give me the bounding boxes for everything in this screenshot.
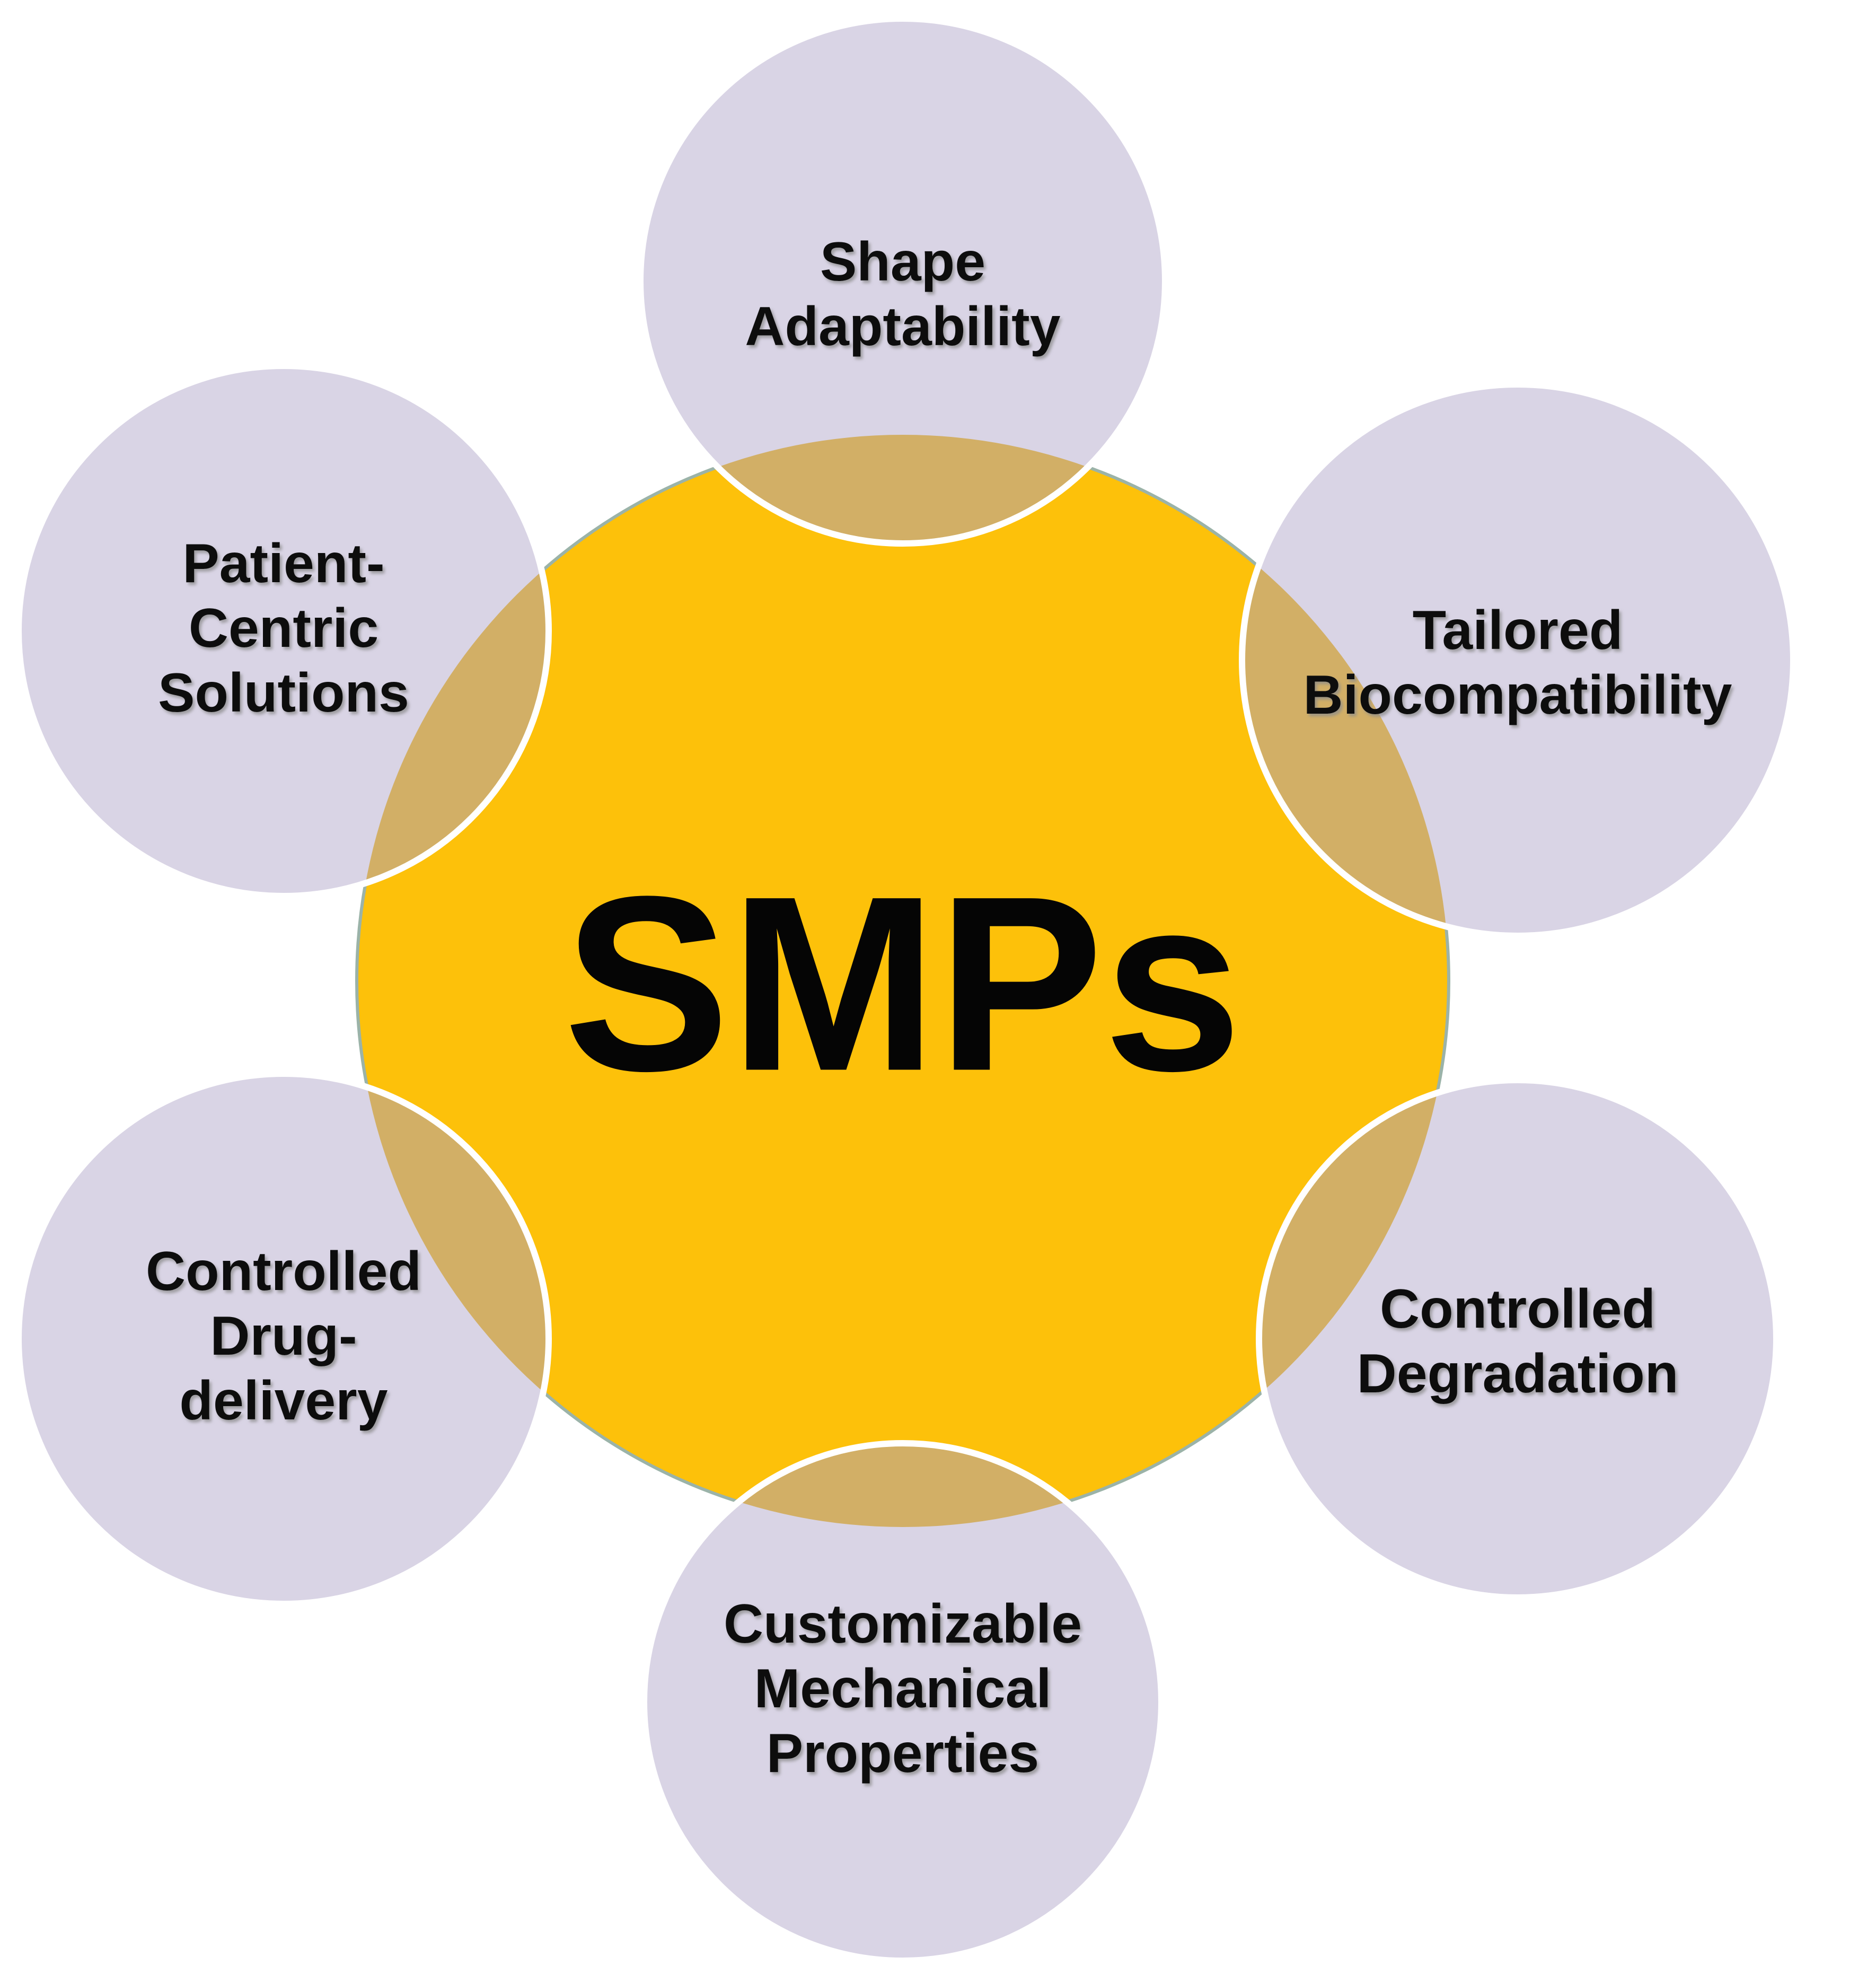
controlled-drug-delivery-outline — [15, 1071, 552, 1607]
controlled-drug-delivery-label-line: Controlled — [146, 1241, 421, 1302]
controlled-degradation-outline — [1256, 1077, 1780, 1601]
controlled-degradation-label-line: Degradation — [1357, 1343, 1679, 1405]
customizable-mechanical-properties-label-line: Mechanical — [754, 1658, 1052, 1719]
customizable-mechanical-properties-circle — [644, 1443, 1161, 1961]
customizable-mechanical-properties-label-line: Properties — [767, 1723, 1039, 1784]
controlled-drug-delivery-label-line: Drug- — [210, 1305, 357, 1367]
tailored-biocompatibility-label-line: Tailored — [1413, 600, 1623, 661]
customizable-mechanical-properties-label-line: Customizable — [724, 1593, 1082, 1655]
controlled-drug-delivery-label-line: delivery — [179, 1370, 387, 1432]
controlled-degradation-label-line: Controlled — [1380, 1278, 1655, 1340]
smps-center-label: SMPs — [563, 845, 1242, 1123]
shape-adaptability-circle — [640, 19, 1165, 543]
shape-adaptability-label-line: Adaptability — [745, 296, 1060, 357]
tailored-biocompatibility-outline — [1239, 381, 1796, 939]
shape-adaptability-outline — [637, 15, 1168, 547]
patient-centric-solutions-label-line: Patient- — [182, 533, 384, 594]
patient-centric-solutions-outline — [15, 363, 552, 899]
tailored-biocompatibility-label-line: Biocompatibility — [1303, 664, 1732, 726]
patient-centric-solutions-label-line: Solutions — [158, 662, 409, 724]
shape-adaptability-label-line: Shape — [820, 231, 985, 293]
patient-centric-solutions-label-line: Centric — [189, 598, 378, 659]
customizable-mechanical-properties-outline — [641, 1440, 1165, 1964]
